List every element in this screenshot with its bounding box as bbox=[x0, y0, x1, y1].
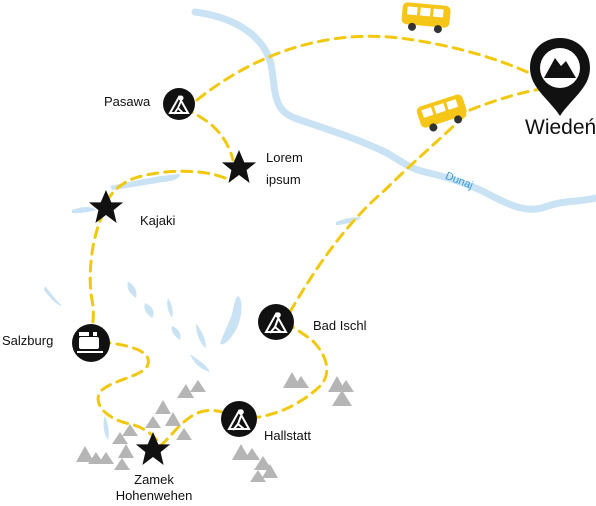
mountain-icon bbox=[244, 448, 260, 460]
mountain-icon bbox=[122, 424, 138, 436]
hiking-icon bbox=[221, 401, 257, 437]
mountain-icon bbox=[76, 446, 94, 462]
mountain-icon bbox=[293, 376, 309, 388]
mountain-icon bbox=[338, 380, 354, 392]
lake bbox=[190, 354, 210, 372]
lake bbox=[144, 303, 154, 318]
place-label-zamek-line1: Zamek bbox=[134, 472, 174, 487]
map-pin-mountain-icon bbox=[530, 38, 590, 116]
mountain-icon bbox=[254, 456, 272, 470]
mountain-icon bbox=[165, 412, 181, 426]
hiking-icon bbox=[258, 304, 294, 340]
place-label-salzburg: Salzburg bbox=[2, 333, 54, 348]
star-icon bbox=[88, 190, 124, 223]
place-label-bad-ischl: Bad Ischl bbox=[313, 318, 367, 333]
lake bbox=[171, 326, 181, 340]
place-label-lorem-line2: ipsum bbox=[266, 172, 301, 187]
place-label-lorem-line1: Lorem bbox=[266, 150, 303, 165]
lake bbox=[110, 174, 181, 190]
mountain-icon bbox=[250, 470, 266, 482]
star-icon bbox=[135, 432, 171, 465]
mountain-icon bbox=[232, 444, 250, 460]
lake bbox=[127, 282, 137, 298]
place-label-hallstatt: Hallstatt bbox=[264, 428, 311, 443]
mountain-icon bbox=[176, 428, 192, 440]
train-icon bbox=[72, 324, 110, 362]
mountain-range bbox=[76, 372, 354, 482]
mountain-icon bbox=[155, 400, 171, 414]
mountain-icon bbox=[262, 464, 278, 478]
mountain-icon bbox=[98, 452, 114, 464]
mountain-icon bbox=[145, 416, 161, 428]
lake bbox=[336, 217, 362, 225]
place-label-pasawa: Pasawa bbox=[104, 94, 151, 109]
lake bbox=[167, 298, 173, 318]
mountain-icon bbox=[118, 444, 134, 458]
star-icon bbox=[221, 150, 257, 183]
destination-label: Wiedeń bbox=[525, 116, 596, 139]
lake bbox=[72, 207, 96, 214]
mountain-icon bbox=[112, 432, 128, 444]
mountain-icon bbox=[190, 380, 206, 392]
lake bbox=[44, 286, 62, 306]
lake bbox=[103, 416, 109, 440]
danube-river bbox=[191, 8, 596, 213]
lake bbox=[220, 296, 242, 345]
route-line bbox=[86, 34, 550, 448]
mountain-icon bbox=[177, 384, 194, 398]
bus-icon bbox=[401, 2, 451, 34]
mountain-icon bbox=[332, 390, 352, 406]
place-label-zamek-line2: Hohenwehen bbox=[115, 488, 193, 503]
bus-icon bbox=[416, 94, 467, 132]
place-label-kajaki: Kajaki bbox=[140, 213, 176, 228]
mountain-icon bbox=[114, 458, 130, 470]
lake bbox=[196, 324, 206, 348]
hiking-icon bbox=[163, 88, 195, 120]
